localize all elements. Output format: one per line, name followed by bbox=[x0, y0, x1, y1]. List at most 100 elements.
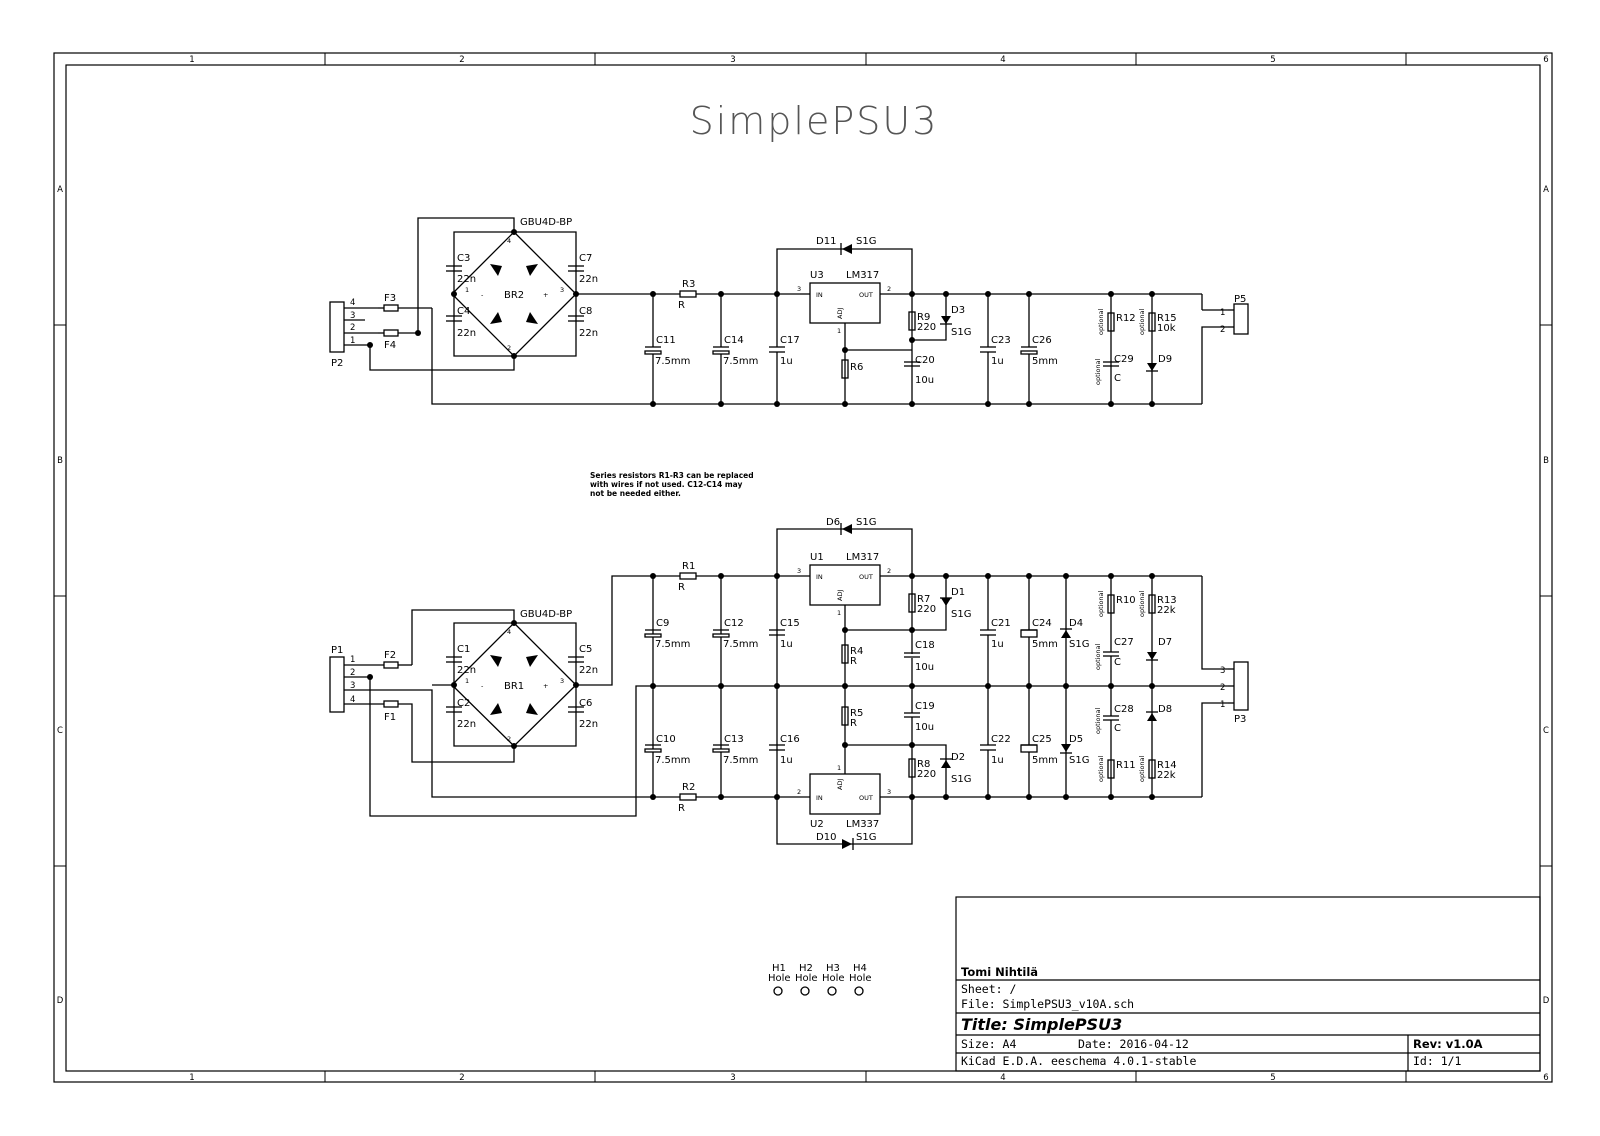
br2-value: GBU4D-BP bbox=[520, 217, 572, 228]
c15-ref: C15 bbox=[780, 618, 800, 629]
bottom-junctions bbox=[367, 573, 1155, 800]
schematic-rect bbox=[329, 656, 345, 713]
title-block-sheet: Sheet: / bbox=[961, 982, 1016, 996]
title-block-size: Size: A4 bbox=[961, 1037, 1016, 1051]
schematic-circle bbox=[1108, 401, 1114, 407]
c14-value: 7.5mm bbox=[723, 356, 758, 367]
r8-value: 220 bbox=[917, 769, 936, 780]
c17-value: 1u bbox=[780, 356, 793, 367]
regulator-u2: IN OUT ADJ U2 LM337 2 3 1 bbox=[797, 764, 891, 830]
schematic-circle bbox=[774, 573, 780, 579]
schematic-rect bbox=[809, 282, 881, 324]
schematic-label bbox=[344, 664, 384, 705]
schematic-circle bbox=[1149, 291, 1155, 297]
br2-pin-2: 2 bbox=[507, 344, 511, 352]
schematic-circle bbox=[1063, 573, 1069, 579]
p5-ref: P5 bbox=[1234, 294, 1246, 305]
schematic-circle bbox=[511, 743, 517, 749]
schematic-polyline bbox=[431, 308, 1202, 405]
p1-pin-2: 2 bbox=[350, 668, 355, 678]
schematic-circle bbox=[511, 353, 517, 359]
bottom-power-circuit: 1 2 3 4 P1 F2 F1 - + BR1 GB bbox=[329, 517, 1249, 850]
u2-in: IN bbox=[816, 794, 823, 802]
schematic-circle bbox=[774, 794, 780, 800]
schematic-label bbox=[644, 629, 785, 753]
c23-value: 1u bbox=[991, 356, 1004, 367]
schematic-circle bbox=[718, 401, 724, 407]
p2-pin-2: 2 bbox=[350, 323, 355, 333]
c11-value: 7.5mm bbox=[655, 356, 690, 367]
schematic-circle bbox=[774, 683, 780, 689]
p1-pin-3: 3 bbox=[350, 681, 355, 691]
schematic-rect bbox=[712, 633, 730, 638]
schematic-label bbox=[446, 231, 680, 357]
schematic-label bbox=[432, 575, 680, 747]
u3-pin-adj: 1 bbox=[837, 327, 841, 335]
u3-out: OUT bbox=[859, 291, 873, 299]
frame-col-2-bottom: 2 bbox=[459, 1073, 464, 1083]
p2-pin-3: 3 bbox=[350, 311, 355, 321]
schematic-circle bbox=[985, 291, 991, 297]
schematic-rect bbox=[1148, 759, 1156, 779]
schematic-circle bbox=[909, 794, 915, 800]
title-block-file: File: SimplePSU3_v10A.sch bbox=[961, 997, 1134, 1011]
u1-out: OUT bbox=[859, 573, 873, 581]
c2-ref: C2 bbox=[457, 698, 470, 709]
frame-row-c-left: C bbox=[57, 726, 63, 736]
schematic-circle bbox=[909, 573, 915, 579]
schematic-rect bbox=[65, 64, 1541, 1072]
d11-value: S1G bbox=[856, 236, 876, 247]
schematic-polygon bbox=[490, 312, 502, 324]
fuse-f2 bbox=[383, 661, 399, 669]
r11-ref: R11 bbox=[1116, 760, 1136, 771]
schematic-circle bbox=[650, 573, 656, 579]
br2-pin-3: 3 bbox=[560, 286, 564, 294]
schematic-polygon bbox=[1061, 630, 1071, 638]
schematic-circle bbox=[1108, 573, 1114, 579]
c24-value: 5mm bbox=[1032, 639, 1058, 650]
schematic-circle bbox=[909, 683, 915, 689]
schematic-polyline bbox=[411, 609, 515, 665]
u1-adj: ADJ bbox=[836, 590, 844, 601]
schematic-circle bbox=[511, 620, 517, 626]
c24-ref: C24 bbox=[1032, 618, 1052, 629]
f4-ref: F4 bbox=[384, 340, 396, 351]
c7-value: 22n bbox=[579, 274, 598, 285]
fuse-f3: F3 bbox=[383, 293, 399, 312]
schematic-circle bbox=[1063, 794, 1069, 800]
frame-row-a-right: A bbox=[1543, 185, 1549, 195]
schematic-polygon bbox=[490, 264, 502, 276]
c5-ref: C5 bbox=[579, 644, 592, 655]
p5-pin-1: 1 bbox=[1220, 308, 1225, 318]
schematic-polyline bbox=[514, 294, 577, 357]
connector-p3: 3 2 1 P3 bbox=[1220, 661, 1249, 725]
schematic-label bbox=[644, 294, 785, 404]
schematic-polyline bbox=[514, 231, 577, 294]
frame-row-b-right: B bbox=[1543, 456, 1549, 466]
d11-ref: D11 bbox=[816, 236, 836, 247]
frame-row-d-right: D bbox=[1543, 996, 1550, 1006]
d5-ref: D5 bbox=[1069, 734, 1083, 745]
schematic-circle bbox=[1026, 291, 1032, 297]
d2-ref: D2 bbox=[951, 752, 965, 763]
title-block: Tomi Nihtilä Sheet: / File: SimplePSU3_v… bbox=[955, 896, 1541, 1072]
schematic-rect bbox=[383, 304, 399, 312]
schematic-polyline bbox=[453, 685, 514, 747]
u2-pin-out: 3 bbox=[887, 788, 891, 796]
c15-value: 1u bbox=[780, 639, 793, 650]
c28-tag: optional bbox=[1094, 707, 1102, 734]
c8-ref: C8 bbox=[579, 306, 592, 317]
schematic-rect bbox=[1148, 312, 1156, 332]
schematic-polygon bbox=[1147, 652, 1157, 660]
schematic-rect bbox=[644, 633, 662, 638]
schematic-circle bbox=[1149, 683, 1155, 689]
title-block-title: Title: SimplePSU3 bbox=[961, 1015, 1122, 1034]
h4-value: Hole bbox=[849, 973, 872, 984]
connector-p5: 1 2 P5 bbox=[1220, 294, 1249, 335]
r8-ref: R8 bbox=[917, 759, 930, 770]
schematic-rect bbox=[383, 329, 399, 337]
h3-ref: H3 bbox=[826, 963, 840, 974]
schematic-rect bbox=[809, 564, 881, 606]
schematic-rect bbox=[908, 758, 916, 778]
schematic-circle bbox=[718, 794, 724, 800]
